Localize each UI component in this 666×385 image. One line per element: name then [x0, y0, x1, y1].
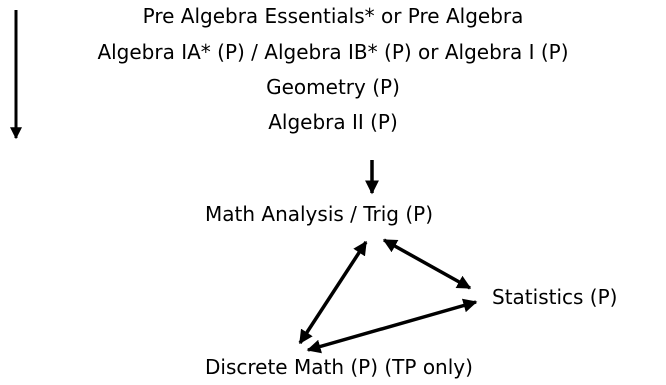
math-analysis-statistics-arrow: [382, 238, 472, 290]
course-algebra-2: Algebra II (P): [268, 110, 398, 134]
course-math-analysis: Math Analysis / Trig (P): [205, 202, 434, 226]
course-algebra-1: Algebra IA* (P) / Algebra IB* (P) or Alg…: [97, 40, 569, 64]
statistics-discrete-arrow: [306, 298, 478, 354]
course-pre-algebra: Pre Algebra Essentials* or Pre Algebra: [142, 4, 524, 28]
course-statistics: Statistics (P): [492, 285, 618, 309]
math-analysis-discrete-arrow: [298, 240, 368, 345]
course-discrete-math: Discrete Math (P) (TP only): [205, 355, 473, 379]
course-geometry: Geometry (P): [266, 75, 400, 99]
